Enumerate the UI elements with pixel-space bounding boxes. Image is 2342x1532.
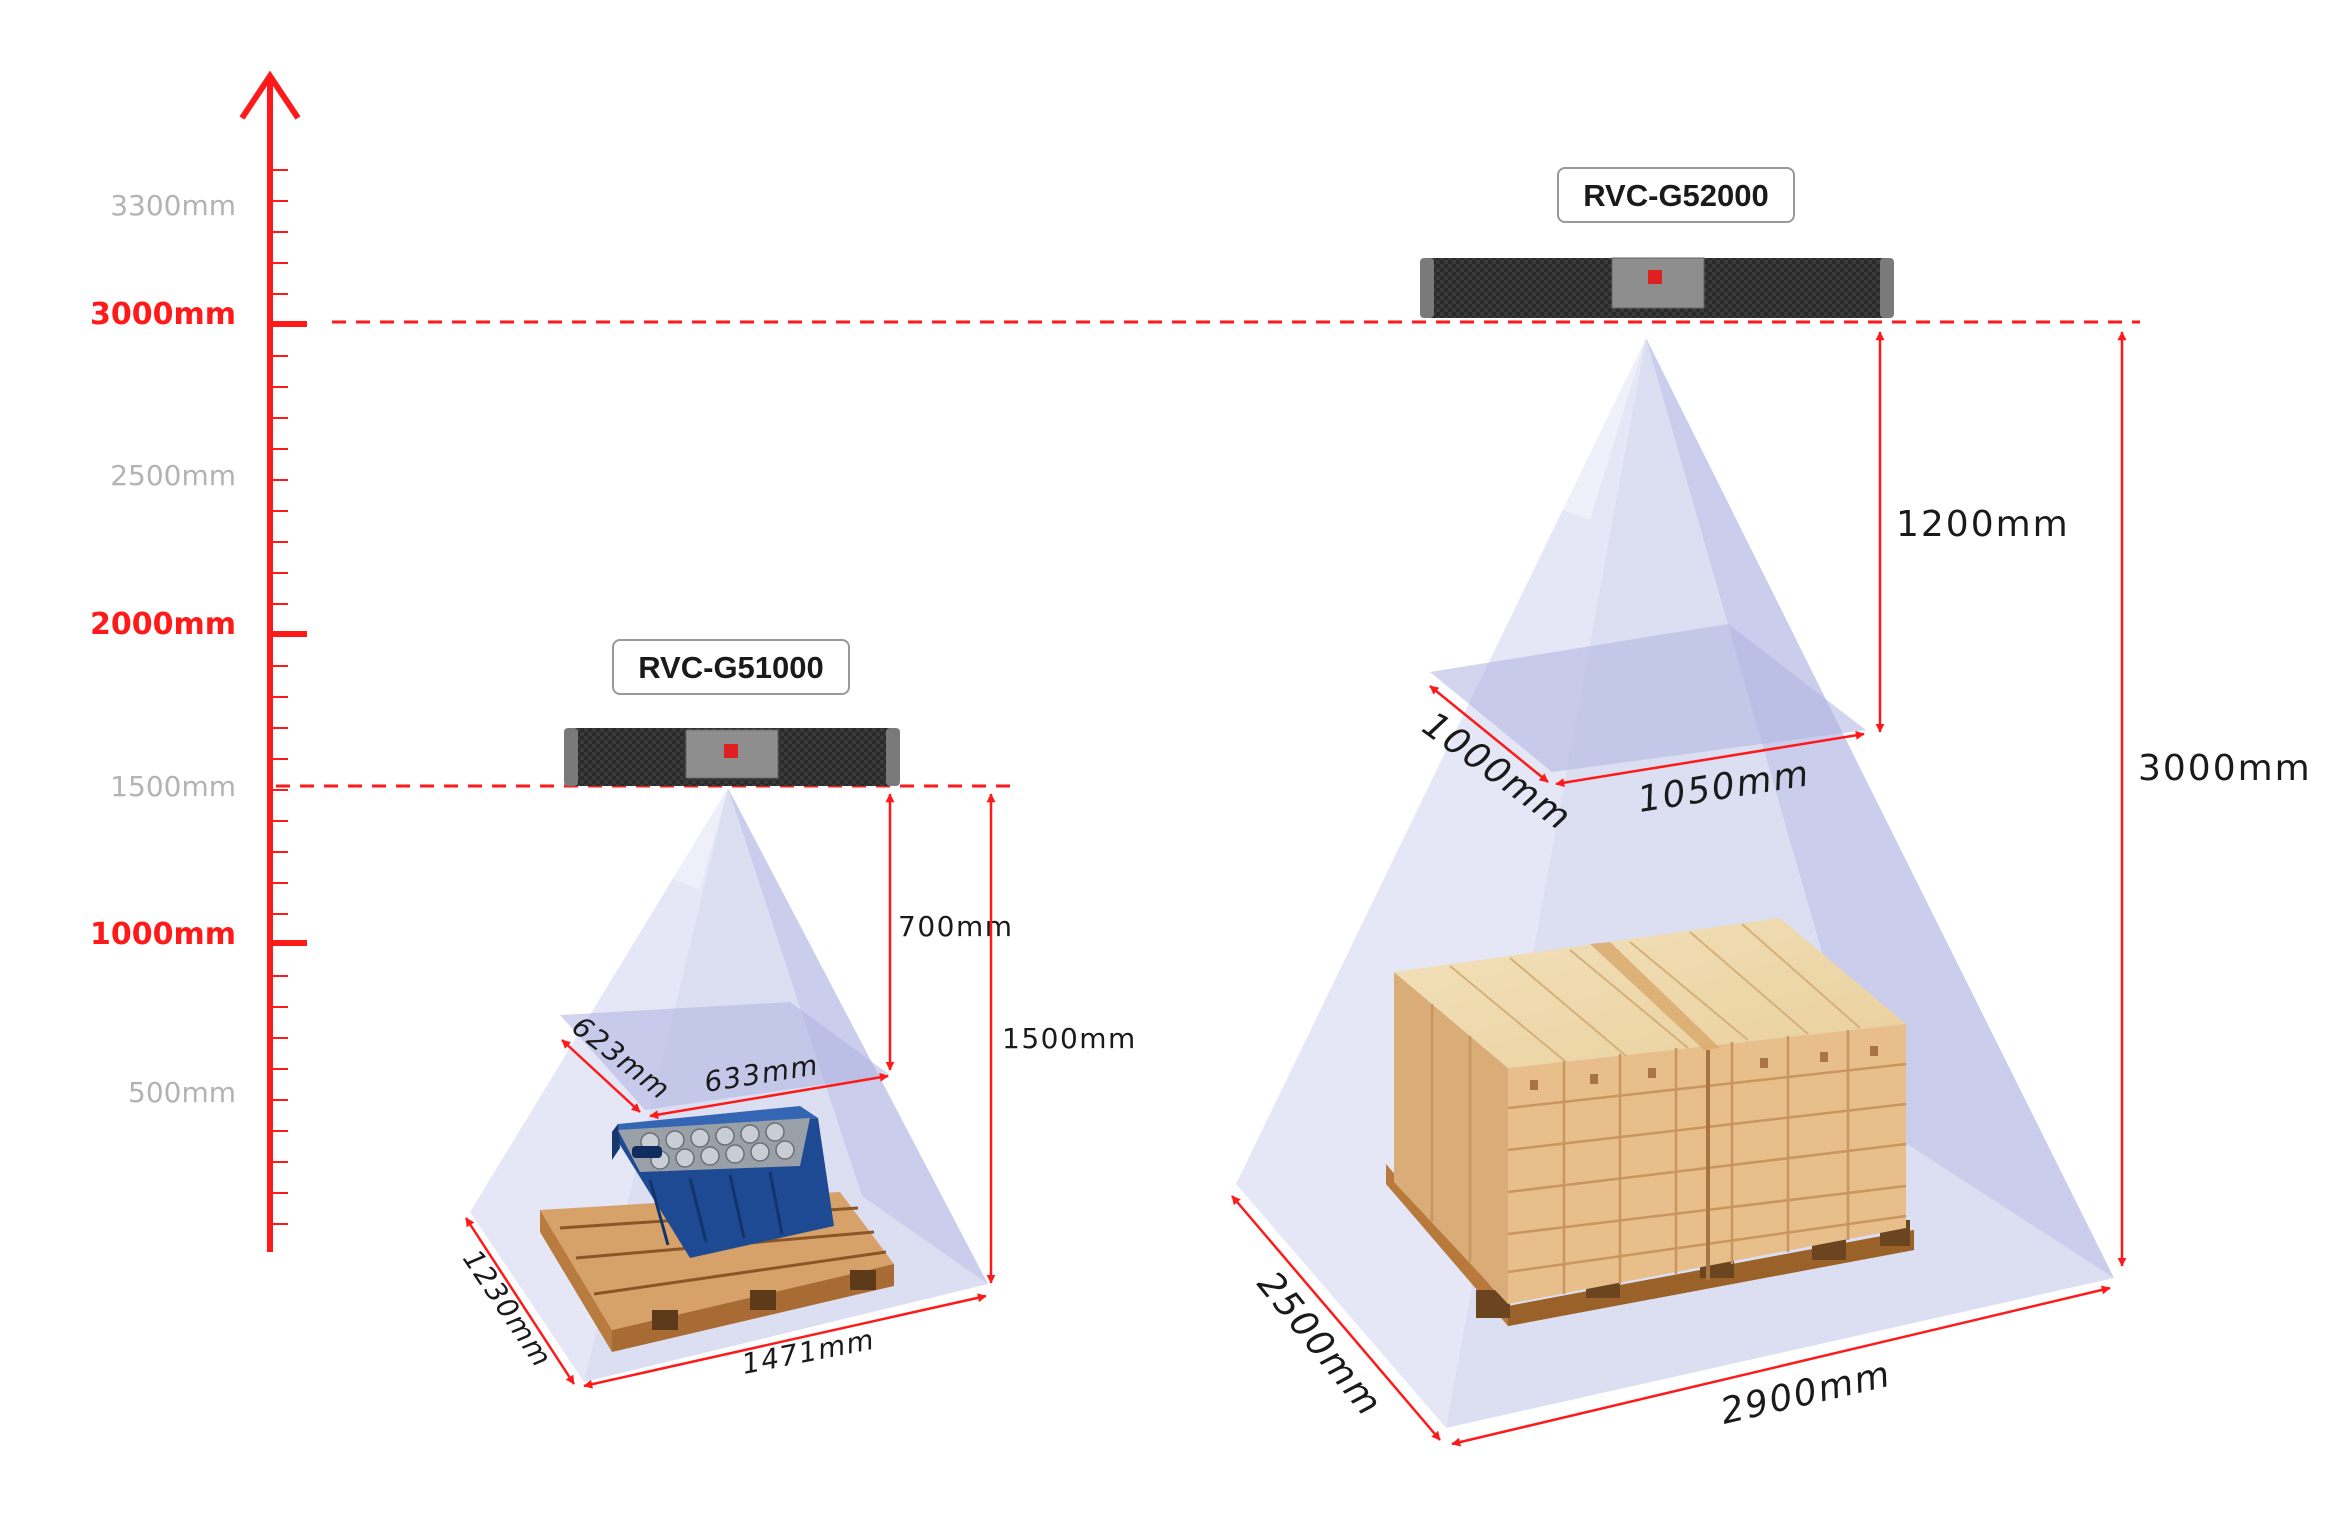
large-model-label: RVC-G52000	[1557, 167, 1795, 223]
small-near-length-line	[649, 1072, 889, 1120]
svg-text:RVC-G52000: RVC-G52000	[1583, 178, 1769, 213]
small-model-label: RVC-G51000	[612, 639, 850, 695]
arrow-up-icon	[239, 70, 301, 120]
large-far-distance-label: 3000mm	[2138, 748, 2312, 789]
tick-label-2500: 2500mm	[110, 459, 236, 492]
brand-logo-icon	[724, 744, 738, 758]
small-far-width-line	[464, 1217, 576, 1385]
tick-label-500: 500mm	[128, 1076, 236, 1109]
small-camera	[564, 728, 900, 786]
large-far-width-line	[1231, 1195, 1441, 1441]
tick-label-3000: 3000mm	[90, 297, 236, 332]
small-near-distance-label: 700mm	[898, 910, 1014, 943]
large-camera	[1420, 257, 1894, 318]
tick-label-2000: 2000mm	[90, 607, 236, 642]
tick-label-3300: 3300mm	[110, 189, 236, 222]
tick-label-1500: 1500mm	[110, 770, 236, 803]
small-far-distance-label: 1500mm	[1002, 1022, 1137, 1055]
brand-logo-icon	[1648, 270, 1662, 284]
height-axis	[239, 70, 307, 1252]
svg-text:RVC-G51000: RVC-G51000	[638, 650, 824, 685]
large-near-distance-label: 1200mm	[1896, 504, 2070, 545]
large-near-length-line	[1555, 730, 1865, 788]
large-far-length-label: 2900mm	[1717, 1354, 1896, 1433]
tick-label-1000: 1000mm	[90, 917, 236, 952]
boxes-on-pallet	[1386, 918, 1914, 1326]
small-far-length-line	[583, 1293, 987, 1389]
large-near-width-line	[1429, 685, 1549, 783]
large-far-length-line	[1451, 1285, 2111, 1447]
small-near-width-line	[561, 1039, 641, 1113]
